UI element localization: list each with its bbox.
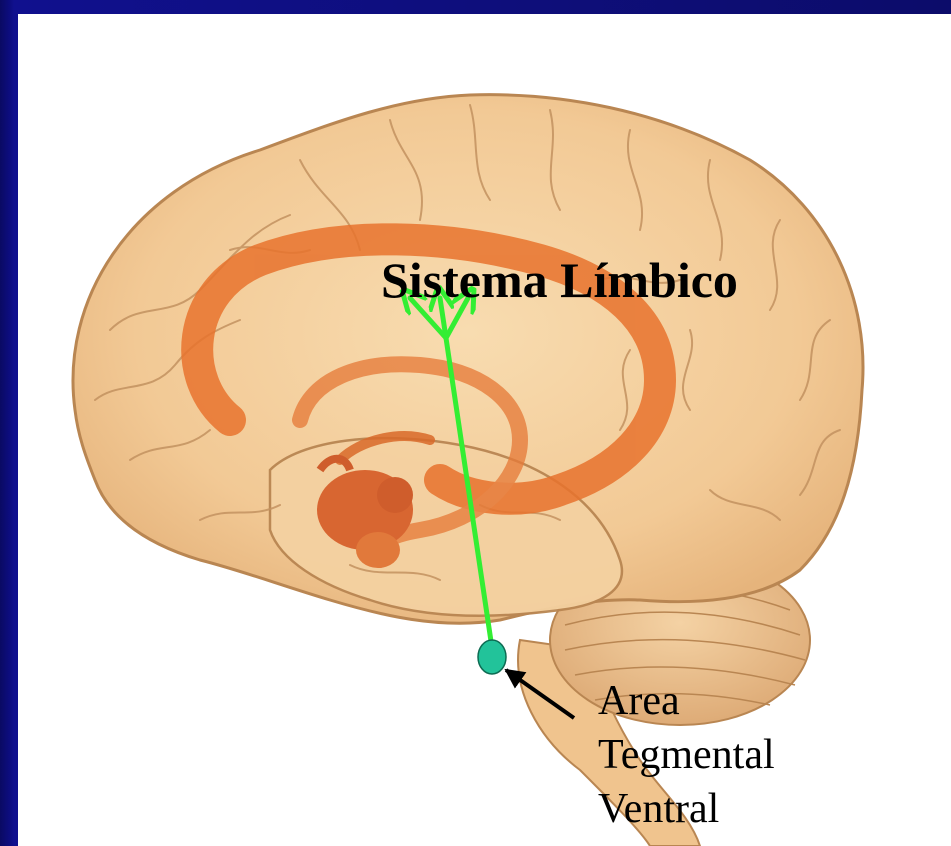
diagram-canvas: Sistema Límbico Area Tegmental Ventral bbox=[18, 14, 951, 846]
vta-dot bbox=[478, 640, 506, 674]
vta-label-line3: Ventral bbox=[598, 786, 719, 833]
vta-label-line2: Tegmental bbox=[598, 732, 775, 779]
title-label: Sistema Límbico bbox=[381, 252, 738, 308]
vta-label-line1: Area bbox=[598, 678, 680, 725]
brain-illustration bbox=[18, 14, 951, 846]
